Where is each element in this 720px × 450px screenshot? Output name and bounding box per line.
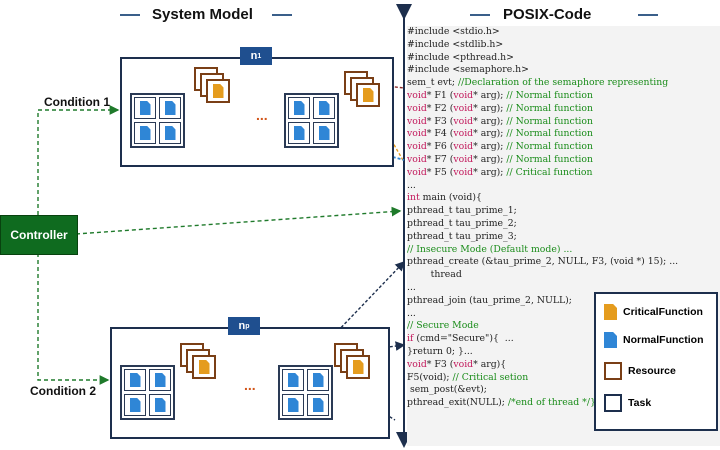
code-line: #include <pthread.h> [407,51,514,63]
normal-function-icon [154,398,166,412]
code-line: void* F4 (void* arg); // Normal function [407,128,593,140]
code-line: #include <stdio.h> [407,26,500,37]
task [120,365,175,420]
critical-function-icon [352,360,364,374]
normal-function-icon [318,126,330,140]
code-line: #include <semaphore.h> [407,64,529,76]
normal-function-icon [293,101,305,115]
code-line: pthread_t tau_prime_2; [407,217,517,229]
code-line: thread [407,269,462,281]
legend-item-task: Task [604,394,651,412]
normal-function-icon [164,101,176,115]
resource-stack [344,71,404,131]
code-line: int main (void){ [407,192,482,204]
code-line: sem_post(&evt); [407,384,487,396]
critical-function-icon [362,88,374,102]
code-line: #include <stdlib.h> [407,38,504,50]
code-line: // Secure Mode [407,320,479,332]
code-line: }return 0; }... [407,345,473,357]
code-line: sem_t evt; //Declaration of the semaphor… [407,77,669,89]
header-line [272,14,292,16]
header-line [638,14,658,16]
task-swatch [604,394,622,412]
code-line: void* F3 (void* arg){ [407,358,507,370]
critical-function-icon [198,360,210,374]
normal-function-icon [164,126,176,140]
normal-function-icon [129,398,141,412]
code-line: ... [407,281,416,293]
header-line [470,14,490,16]
normal-function-icon [129,373,141,387]
critical-function-icon [212,84,224,98]
system-model-header: System Model [152,6,253,23]
code-line: pthread_t tau_prime_1; [407,205,517,217]
code-line: ... [407,307,416,319]
normal-function-icon [139,126,151,140]
resource-stack [194,67,254,127]
normal-function-icon [287,373,299,387]
normal-function-icon [293,126,305,140]
task [278,365,333,420]
code-line: if (cmd="Secure"){ ... [407,333,514,345]
controller-box: Controller [0,215,78,255]
ellipsis: ... [256,107,268,123]
resource-stack [334,343,394,403]
code-line: pthread_exit(NULL); /*end of thread */} [407,397,596,409]
resource-stack [180,343,240,403]
legend-item-normal: NormalFunction [604,332,704,348]
legend: CriticalFunction NormalFunction Resource… [594,292,718,431]
ellipsis: ... [244,377,256,393]
normal-function-icon [139,101,151,115]
code-line: // Insecure Mode (Default mode) ... [407,243,573,255]
code-line: void* F3 (void* arg); // Normal function [407,115,593,127]
resource-swatch [604,362,622,380]
normal-function-icon [312,398,324,412]
header-line [120,14,140,16]
code-line: void* F1 (void* arg); // Normal function [407,89,593,101]
code-line: F5(void); // Critical setion [407,371,529,383]
task [284,93,339,148]
normal-function-icon [287,398,299,412]
normal-function-icon [318,101,330,115]
critical-function-icon [604,304,617,320]
condition-1-label: Condition 1 [44,95,110,109]
posix-code-header: POSIX-Code [503,6,592,23]
code-line: ... [407,179,416,191]
normal-function-icon [312,373,324,387]
task [130,93,185,148]
legend-item-resource: Resource [604,362,676,380]
code-line: pthread_create (&tau_prime_2, NULL, F3, … [407,256,679,268]
code-line: pthread_t tau_prime_3; [407,230,517,242]
normal-function-icon [154,373,166,387]
code-line: void* F7 (void* arg); // Normal function [407,153,593,165]
legend-item-critical: CriticalFunction [604,304,703,320]
code-line: void* F5 (void* arg); // Critical functi… [407,166,593,178]
code-line: void* F2 (void* arg); // Normal function [407,102,593,114]
code-line: void* F6 (void* arg); // Normal function [407,141,593,153]
condition-2-label: Condition 2 [30,384,96,398]
normal-function-icon [604,332,617,348]
code-line: pthread_join (tau_prime_2, NULL); [407,294,572,306]
